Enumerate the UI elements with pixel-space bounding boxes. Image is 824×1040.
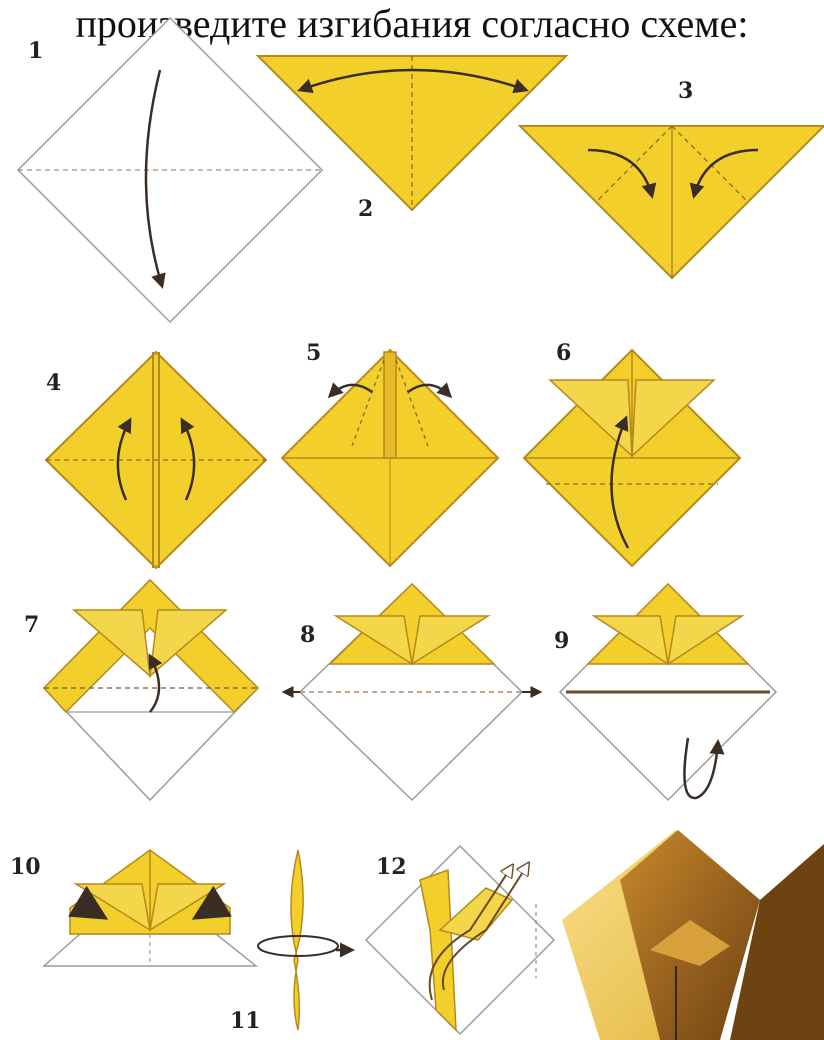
step-3-diagram	[520, 126, 824, 278]
step-6-diagram	[524, 350, 740, 566]
paper-diamond-white	[366, 846, 554, 1034]
step-4-diagram	[46, 352, 266, 568]
step-5-diagram	[282, 350, 498, 566]
step-9-diagram	[560, 584, 776, 800]
step-10-diagram	[44, 850, 256, 966]
step-8-diagram	[284, 584, 540, 800]
center-flaps	[384, 352, 396, 458]
step-12-diagram	[366, 846, 554, 1034]
step-7-diagram	[44, 580, 258, 800]
folded-strip	[291, 850, 303, 1030]
finished-helmet-photo	[562, 830, 824, 1040]
step-11-diagram	[258, 850, 352, 1030]
